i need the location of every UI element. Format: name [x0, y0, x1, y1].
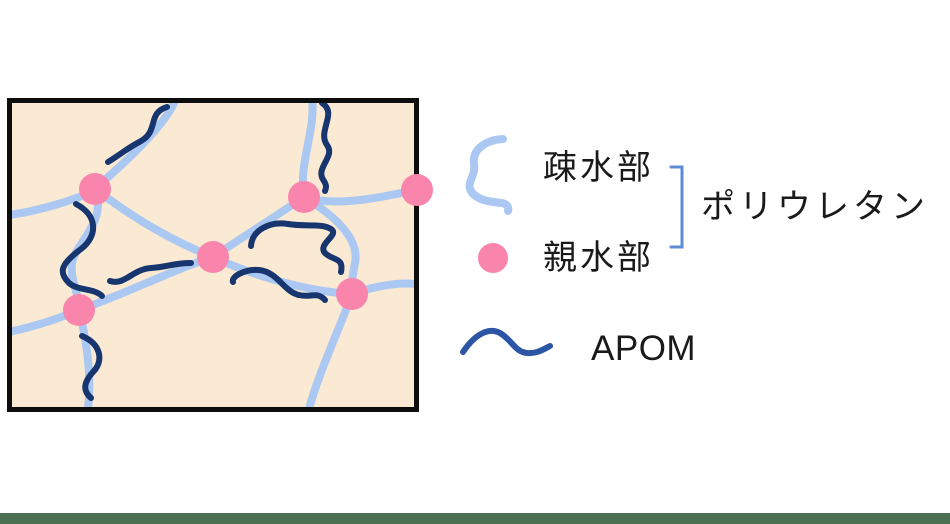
hydrophilic-node-icon	[478, 243, 508, 273]
apom-chain	[248, 220, 345, 275]
crosslink-node	[336, 278, 368, 310]
footer-bar	[0, 513, 950, 524]
hydrophilic-label: 親水部	[543, 239, 654, 277]
diagram-box-border	[7, 98, 419, 412]
crosslink-node	[79, 173, 111, 205]
legend-item-apom: APOM	[458, 325, 700, 367]
legend-item-hydrophobic: 疎水部	[450, 126, 700, 221]
hydrophobic-strand-icon	[465, 135, 513, 215]
crosslink-node	[288, 181, 320, 213]
apom-chain	[107, 260, 194, 285]
crosslink-node	[63, 294, 95, 326]
legend-item-hydrophilic: 親水部	[477, 238, 700, 282]
hydrophobic-label: 疎水部	[543, 149, 654, 187]
apom-chains	[59, 102, 345, 401]
apom-chain	[318, 102, 333, 194]
crosslink-nodes	[63, 173, 433, 326]
polyurethane-group-label: ポリウレタン	[701, 188, 929, 226]
apom-chain	[79, 333, 103, 401]
apom-chain	[229, 266, 328, 303]
apom-chain	[105, 104, 170, 165]
crosslink-node	[197, 241, 229, 273]
crosslink-node	[401, 174, 433, 206]
apom-chain-icon	[460, 327, 553, 357]
apom-label: APOM	[591, 329, 697, 368]
polyurethane-bracket	[669, 165, 684, 249]
apom-chain	[59, 201, 105, 299]
